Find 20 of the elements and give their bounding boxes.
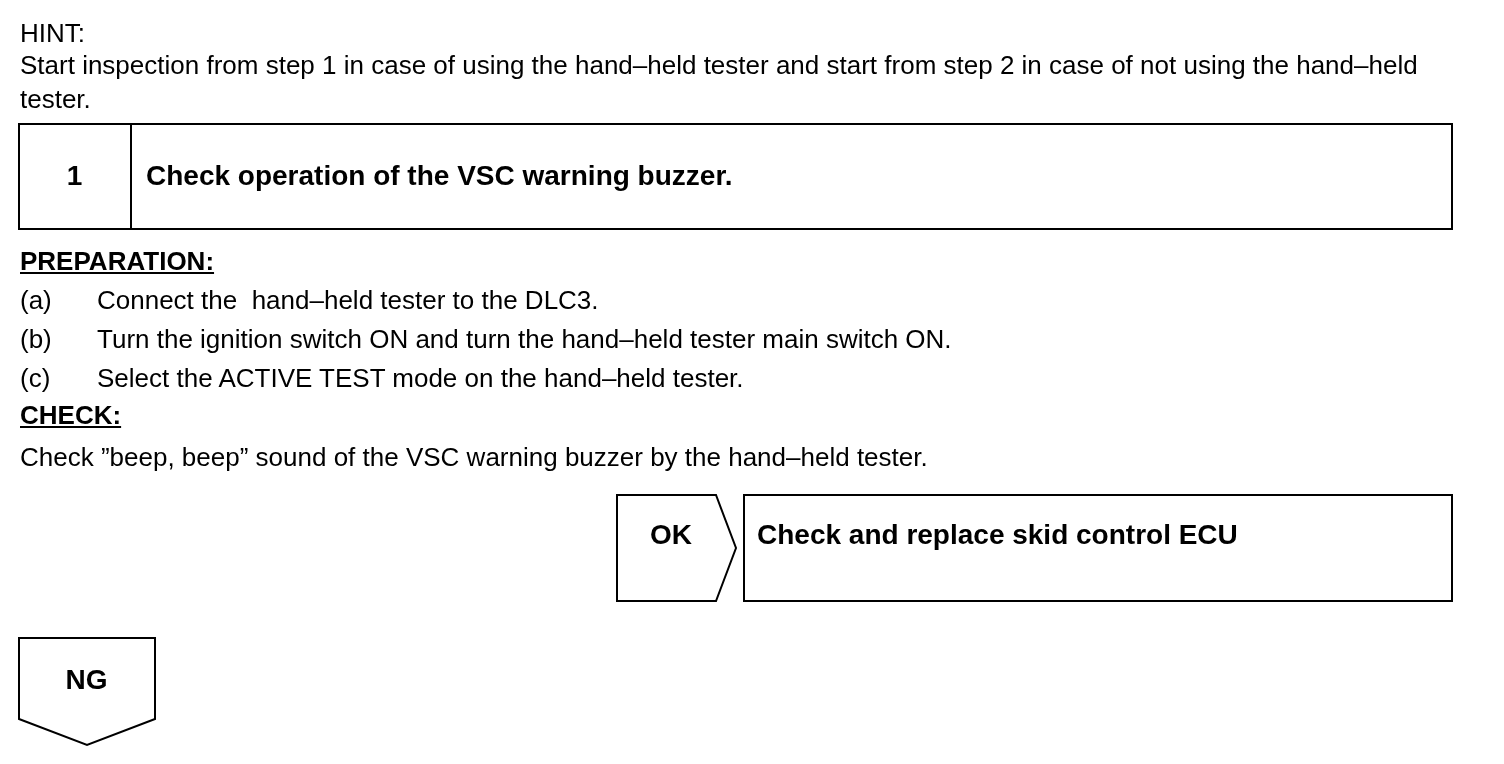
- action-text: Check and replace skid control ECU: [757, 518, 1238, 552]
- result-label: NG: [64, 663, 109, 697]
- step-box: [18, 123, 1453, 230]
- section-heading: CHECK:: [20, 399, 122, 432]
- step-title: Check operation of the VSC warning buzzer.: [146, 159, 733, 193]
- hint-text: Start inspection from step 1 in case of using the hand–held tester and start from step 2 in case of not using the hand–held tester.: [20, 49, 1419, 116]
- list-marker: (c): [20, 362, 51, 395]
- instruction-text: Connect the hand–held tester to the DLC3.: [97, 284, 599, 317]
- list-marker: (b): [20, 323, 52, 356]
- result-box: [743, 494, 1453, 602]
- hint-heading: HINT:: [20, 17, 85, 50]
- ng-arrow-tag: [18, 637, 156, 747]
- ok-arrow-tag: [616, 494, 738, 602]
- result-label: OK: [649, 518, 693, 552]
- section-heading: PREPARATION:: [20, 245, 215, 278]
- step-number: 1: [65, 159, 84, 193]
- list-marker: (a): [20, 284, 52, 317]
- instruction-text: Turn the ignition switch ON and turn the hand–held tester main switch ON.: [97, 323, 952, 356]
- check-text: Check ”beep, beep” sound of the VSC warning buzzer by the hand–held tester.: [20, 441, 928, 474]
- instruction-text: Select the ACTIVE TEST mode on the hand–held tester.: [97, 362, 744, 395]
